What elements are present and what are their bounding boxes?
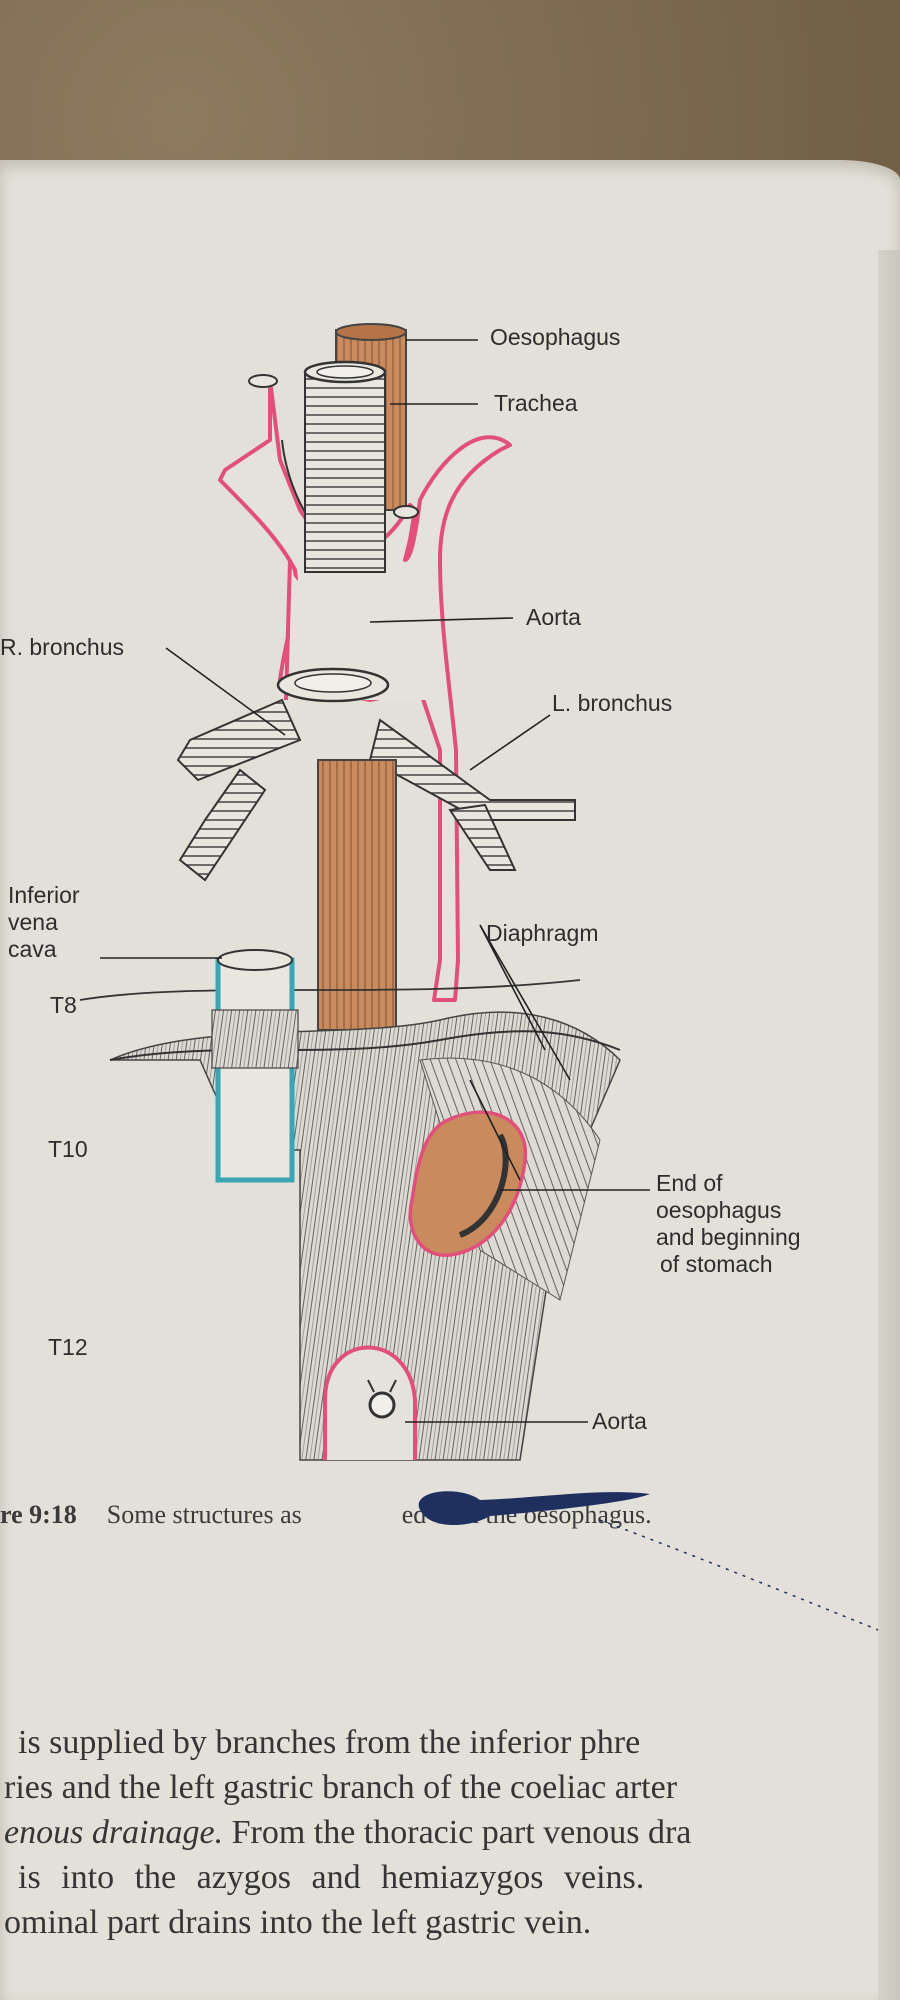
anatomy-diagram (79, 323, 650, 1461)
leader-lines (100, 339, 650, 1423)
label-end-4: of stomach (660, 1251, 773, 1277)
t8-level-line (79, 979, 581, 1001)
label-t12: T12 (48, 1334, 88, 1360)
body-line-1: is supplied by branches from the inferio… (18, 1724, 641, 1761)
label-t10: T10 (48, 1136, 88, 1162)
oesophageal-hiatus (408, 1110, 528, 1257)
trachea (303, 360, 387, 573)
tracheal-bifurcation (176, 667, 576, 882)
label-aorta-lower: Aorta (592, 1408, 647, 1434)
label-trachea: Trachea (494, 390, 578, 416)
label-end-3: and beginning (656, 1224, 801, 1250)
body-text: is supplied by branches from the inferio… (0, 1720, 900, 1945)
body-line-2: ries and the left gastric branch of the … (4, 1769, 678, 1806)
body-line-3: enous drainage. From the thoracic part v… (0, 1810, 900, 1855)
label-t8: T8 (50, 992, 77, 1018)
label-r-bronchus: R. bronchus (0, 634, 125, 660)
body-line-3-rest: From the thoracic part venous dra (223, 1814, 692, 1851)
body-line-5: ominal part drains into the left gastric… (4, 1904, 592, 1941)
oesophagus-thoracic (317, 759, 397, 1031)
inferior-vena-cava (211, 949, 299, 1183)
label-ivc-2: vena (8, 909, 58, 935)
body-line-3-italic: enous drainage. (4, 1814, 224, 1851)
label-oesophagus: Oesophagus (490, 324, 621, 350)
body-line-4: is into the azygos and hemiazygos veins. (18, 1859, 645, 1896)
label-end-1: End of (656, 1170, 723, 1196)
aorta-abdominal (323, 1345, 417, 1460)
label-aorta-upper: Aorta (526, 604, 581, 630)
ink-blot (418, 1491, 879, 1631)
label-ivc-1: Inferior (8, 882, 80, 908)
label-l-bronchus: L. bronchus (552, 690, 673, 716)
page-edge (878, 250, 900, 2000)
label-diaphragm: Diaphragm (486, 920, 599, 946)
label-end-2: oesophagus (656, 1197, 782, 1223)
figure-number: re 9:18 (0, 1500, 77, 1529)
caption-text: Some structures as (106, 1500, 302, 1529)
label-ivc-3: cava (8, 936, 57, 962)
